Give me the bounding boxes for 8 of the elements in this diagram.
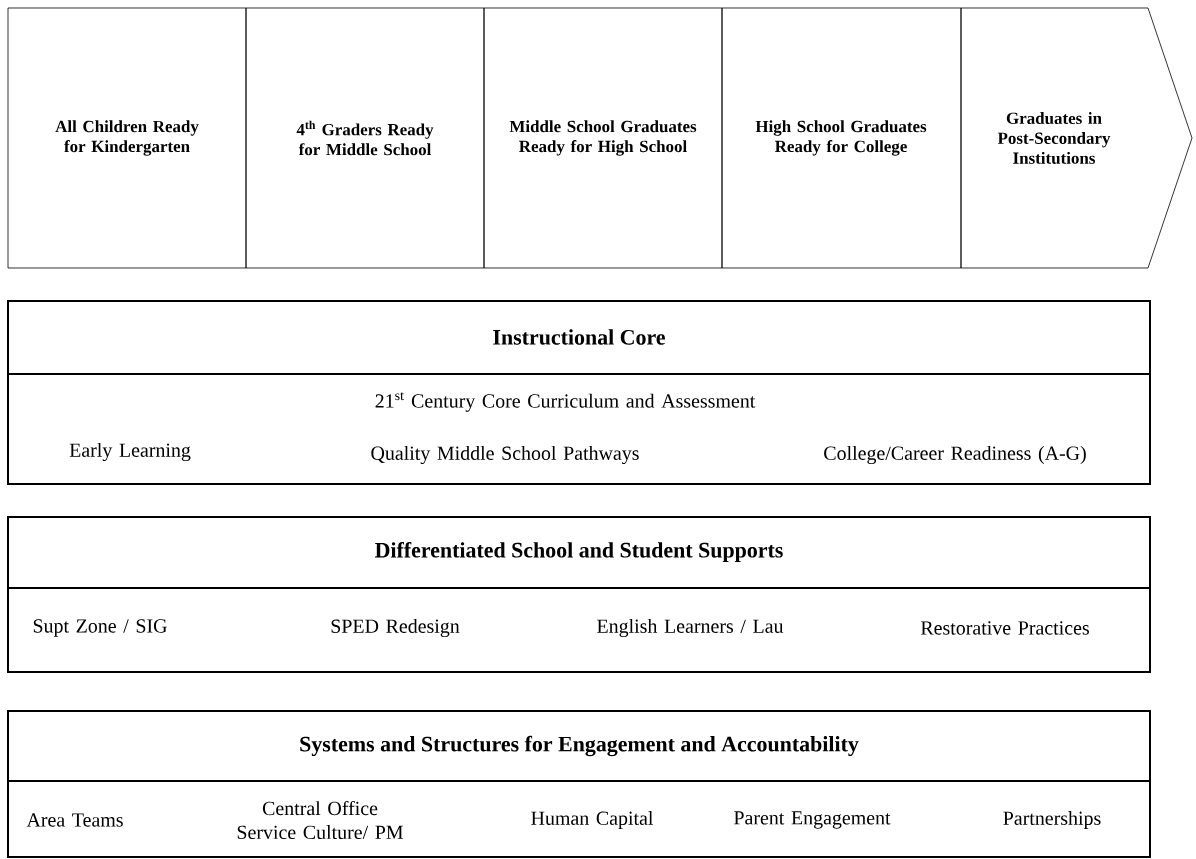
panel: Differentiated School and Student Supports Supt Zone / SIG SPED Redesign English Learners / Lau Restorative Practices: [7, 516, 1151, 673]
stage-box: Middle School Graduates Ready for High School: [483, 7, 723, 269]
stage-box: High School Graduates Ready for College: [721, 7, 962, 269]
panel: Systems and Structures for Engagement and Accountability Area Teams Central Office Service Culture/ PM Human Capital Parent Engagement Partnerships: [7, 710, 1151, 858]
stage-box: 4$^{th}$ Graders Ready for Middle School: [245, 7, 485, 269]
panel: Instructional Core 21$^{st}$ Century Core Curriculum and Assessment Early Learning Quality Middle School Pathways College/Career Readiness (A-G): [7, 300, 1151, 485]
arrow-segment: Graduates in Post-Secondary Institutions: [960, 7, 1193, 269]
stage-box: All Children Ready for Kindergarten: [7, 7, 247, 269]
